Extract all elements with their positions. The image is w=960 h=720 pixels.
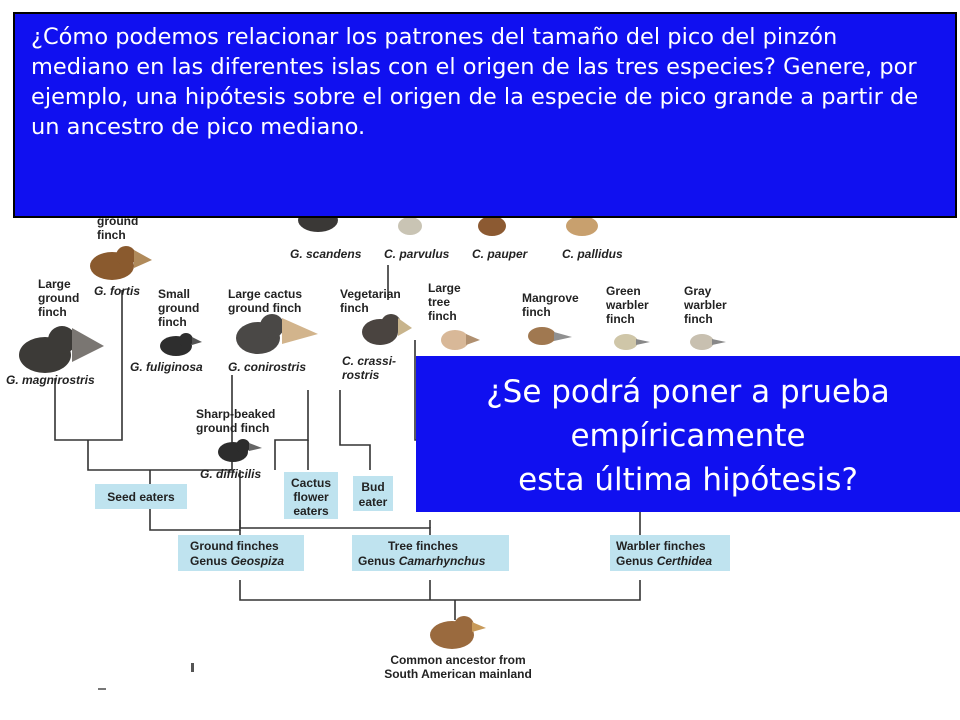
diet-group-bud: Bud eater: [353, 476, 393, 511]
species-common-line: Large cactus: [228, 287, 302, 301]
species-common-line: ground finch: [228, 301, 301, 315]
species-vegetarian-finch: Vegetarian finch C. crassi- rostris: [340, 287, 412, 382]
species-common-line: Vegetarian: [340, 287, 401, 301]
question-box-bottom: ¿Se podrá poner a prueba empíricamente e…: [416, 356, 960, 512]
species-scientific: C. pauper: [472, 247, 529, 261]
question-box-top: ¿Cómo podemos relacionar los patrones de…: [13, 12, 957, 218]
species-common-line: Sharp-beaked: [196, 407, 275, 421]
species-common-line: Gray: [684, 284, 712, 298]
species-common-line: ground: [158, 301, 199, 315]
species-scientific: G. difficilis: [200, 467, 261, 481]
species-scientific: G. fuliginosa: [130, 360, 203, 374]
genus-tree-line2: Genus Camarhynchus: [358, 554, 486, 568]
species-small-tree-finch: C. parvulus: [384, 217, 450, 261]
genus-warbler-line1: Warbler finches: [616, 539, 706, 553]
species-scientific: G. scandens: [290, 247, 362, 261]
diet-cactus-line2: flower: [293, 490, 329, 504]
species-scientific: G. conirostris: [228, 360, 306, 374]
species-common-line: ground finch: [196, 421, 269, 435]
genus-ground-line2: Genus Geospiza: [190, 554, 284, 568]
species-common-line: Large: [38, 277, 71, 291]
species-common-line: tree: [428, 295, 450, 309]
species-common-line: ground: [38, 291, 79, 305]
edge-mark: [191, 663, 194, 672]
species-woodpecker-finch: C. pallidus: [562, 216, 623, 261]
species-common-line: Mangrove: [522, 291, 579, 305]
finch-bird-icon: [614, 334, 650, 350]
species-scientific: C. pallidus: [562, 247, 623, 261]
diet-cactus-line1: Cactus: [291, 476, 331, 490]
species-scientific: G. fortis: [94, 284, 140, 298]
finch-bird-icon: [90, 246, 152, 280]
species-scientific: rostris: [342, 368, 380, 382]
diet-group-seed: Seed eaters: [95, 484, 187, 509]
species-common-line: warbler: [683, 298, 727, 312]
species-common-line: Green: [606, 284, 641, 298]
finch-bird-icon: [478, 216, 506, 236]
species-common-line: finch: [158, 315, 187, 329]
finch-bird-icon: [19, 326, 104, 373]
species-common-line: finch: [340, 301, 369, 315]
ancestor-bird-icon: [430, 616, 486, 649]
edge-mark: [98, 688, 106, 690]
species-medium-tree-finch: C. pauper: [472, 216, 529, 261]
genus-ground-line1: Ground finches: [190, 539, 279, 553]
species-scientific: G. magnirostris: [6, 373, 95, 387]
species-gray-warbler-finch: Gray warbler finch: [683, 284, 727, 350]
diet-bud-line2: eater: [359, 495, 388, 509]
finch-bird-icon: [362, 314, 412, 345]
species-small-ground-finch: Small ground finch G. fuliginosa: [130, 287, 203, 374]
species-medium-ground-finch: ground finch G. fortis: [90, 214, 152, 298]
common-ancestor: Common ancestor from South American main…: [384, 616, 532, 681]
question-top-text: ¿Cómo podemos relacionar los patrones de…: [31, 24, 919, 140]
species-green-warbler-finch: Green warbler finch: [605, 284, 650, 350]
genus-warbler-line2: Genus Certhidea: [616, 554, 712, 568]
ancestor-line2: South American mainland: [384, 667, 532, 681]
diet-group-cactus: Cactus flower eaters: [284, 472, 338, 519]
diet-seed-label: Seed eaters: [107, 490, 175, 504]
finch-bird-icon: [566, 216, 598, 236]
finch-bird-icon: [441, 330, 480, 350]
ancestor-line1: Common ancestor from: [390, 653, 525, 667]
species-mangrove-finch: Mangrove finch: [522, 291, 579, 345]
species-common-line: Small: [158, 287, 190, 301]
question-bottom-line3: esta última hipótesis?: [518, 462, 858, 498]
finch-bird-icon: [690, 334, 726, 350]
finch-bird-icon: [218, 439, 262, 462]
finch-bird-icon: [160, 333, 202, 356]
question-bottom-line2: empíricamente: [570, 418, 806, 454]
species-common-line: finch: [97, 228, 126, 242]
species-common-line: finch: [522, 305, 551, 319]
finch-bird-icon: [528, 327, 572, 345]
species-common-line: Large: [428, 281, 461, 295]
species-common-line: finch: [606, 312, 635, 326]
species-common-line: finch: [428, 309, 457, 323]
question-bottom-line1: ¿Se podrá poner a prueba: [486, 374, 890, 410]
finch-bird-icon: [398, 217, 422, 235]
species-large-cactus-ground-finch: Large cactus ground finch G. conirostris: [228, 287, 318, 374]
genus-ground-finches: Ground finches Genus Geospiza: [178, 535, 304, 571]
species-scientific: C. crassi-: [342, 354, 396, 368]
species-sharp-beaked-ground-finch: Sharp-beaked ground finch G. difficilis: [196, 407, 275, 481]
species-scientific: C. parvulus: [384, 247, 450, 261]
diet-bud-line1: Bud: [361, 480, 384, 494]
species-common-line: finch: [684, 312, 713, 326]
species-large-tree-finch: Large tree finch: [428, 281, 480, 350]
diet-cactus-line3: eaters: [293, 504, 329, 518]
genus-tree-line1: Tree finches: [388, 539, 458, 553]
species-large-ground-finch: Large ground finch G. magnirostris: [6, 277, 104, 387]
genus-warbler-finches: Warbler finches Genus Certhidea: [610, 535, 730, 571]
finch-bird-icon: [236, 314, 318, 354]
genus-tree-finches: Tree finches Genus Camarhynchus: [352, 535, 509, 571]
species-common-line: warbler: [605, 298, 649, 312]
species-common-line: finch: [38, 305, 67, 319]
